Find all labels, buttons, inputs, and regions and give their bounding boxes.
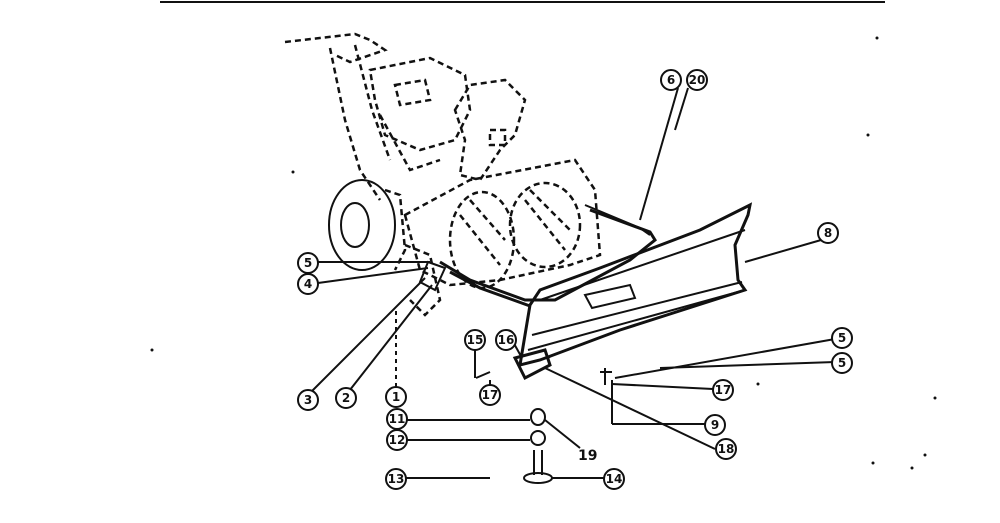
snow-blade xyxy=(518,202,753,368)
callout-5b: 5 xyxy=(831,327,853,349)
callout-2: 2 xyxy=(335,387,357,409)
callout-1: 1 xyxy=(385,386,407,408)
skid-shoe-parts xyxy=(475,348,612,484)
scan-specks xyxy=(150,36,937,470)
svg-text:5: 5 xyxy=(304,256,312,270)
label-19: 19 xyxy=(578,448,597,464)
callout-3: 3 xyxy=(297,389,319,411)
callout-9: 9 xyxy=(704,414,726,436)
callout-17a: 17 xyxy=(479,384,501,406)
callout-5c: 5 xyxy=(831,352,853,374)
svg-text:12: 12 xyxy=(389,433,406,447)
snow-blower-outline xyxy=(284,32,602,317)
callout-17b: 17 xyxy=(712,379,734,401)
svg-text:3: 3 xyxy=(304,393,312,407)
svg-text:9: 9 xyxy=(711,418,719,432)
svg-text:17: 17 xyxy=(482,388,499,402)
callout-14: 14 xyxy=(603,468,625,490)
svg-text:5: 5 xyxy=(838,356,846,370)
svg-text:14: 14 xyxy=(606,472,623,486)
svg-text:18: 18 xyxy=(718,442,735,456)
svg-text:6: 6 xyxy=(667,73,675,87)
svg-text:13: 13 xyxy=(388,472,405,486)
callout-4: 4 xyxy=(297,273,319,295)
leader-lines xyxy=(307,87,836,479)
svg-text:1: 1 xyxy=(392,390,400,404)
callout-16: 16 xyxy=(495,329,517,351)
svg-text:17: 17 xyxy=(715,383,732,397)
callout-11: 11 xyxy=(386,408,408,430)
svg-text:8: 8 xyxy=(824,226,832,240)
callout-5a: 5 xyxy=(297,252,319,274)
callout-12: 12 xyxy=(386,429,408,451)
callout-15: 15 xyxy=(464,329,486,351)
svg-text:16: 16 xyxy=(498,333,515,347)
callout-20: 20 xyxy=(686,69,708,91)
svg-text:20: 20 xyxy=(689,73,706,87)
svg-text:2: 2 xyxy=(342,391,350,405)
svg-text:4: 4 xyxy=(304,277,312,291)
callout-18: 18 xyxy=(715,438,737,460)
push-frame xyxy=(418,87,679,308)
svg-text:5: 5 xyxy=(838,331,846,345)
callout-13: 13 xyxy=(385,468,407,490)
svg-text:11: 11 xyxy=(389,412,406,426)
callout-8: 8 xyxy=(817,222,839,244)
svg-text:15: 15 xyxy=(467,333,484,347)
callout-6: 6 xyxy=(660,69,682,91)
